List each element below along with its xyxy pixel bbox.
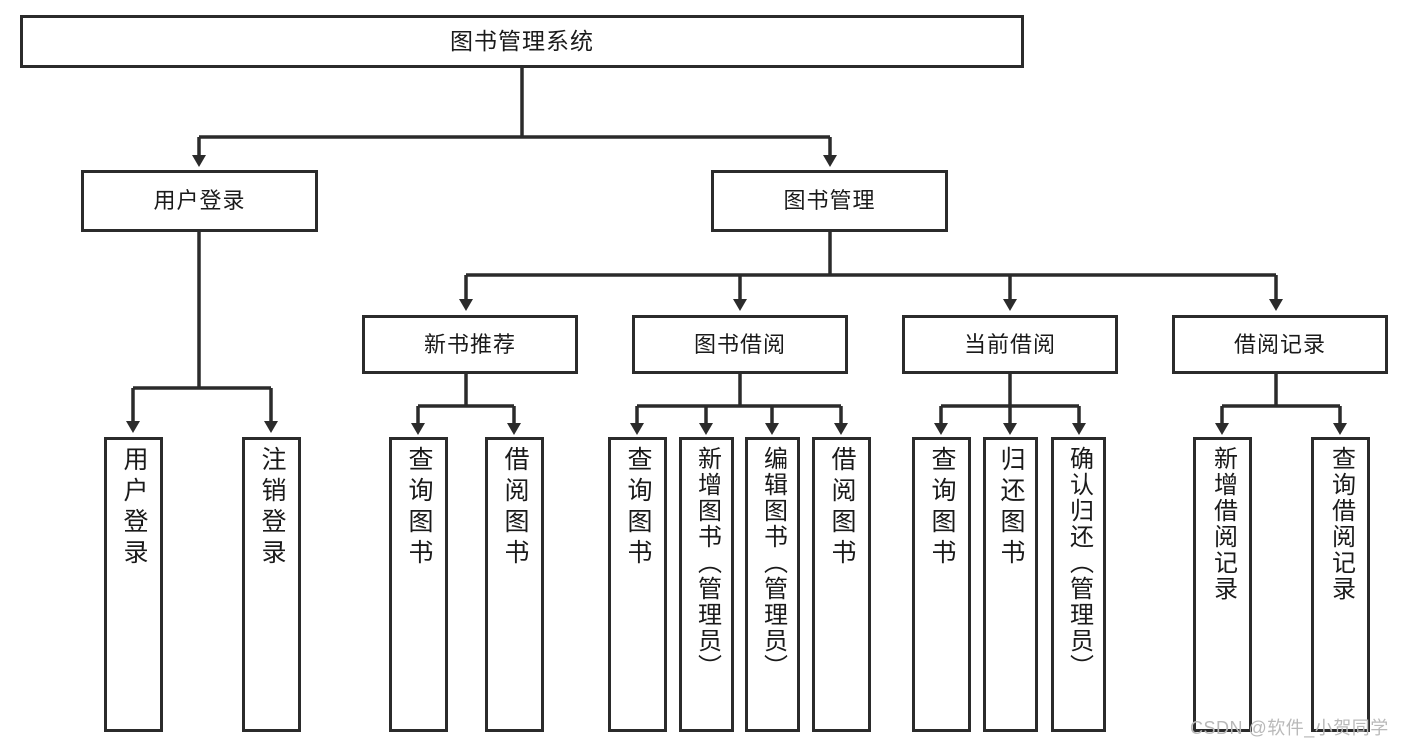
node-root-book-management-system[interactable]: 图书管理系统: [20, 15, 1024, 68]
node-label: 新书推荐: [423, 331, 516, 357]
leaf-user-logout[interactable]: 注销登录: [242, 437, 301, 732]
node-label: 新增图书（管理员）: [693, 446, 721, 680]
node-label: 用户登录: [153, 188, 246, 214]
node-label: 图书管理系统: [450, 28, 594, 55]
node-label: 查询图书: [405, 446, 433, 570]
node-user-login[interactable]: 用户登录: [81, 170, 318, 232]
node-label: 图书管理: [783, 188, 876, 214]
leaf-current-return-book[interactable]: 归还图书: [983, 437, 1038, 732]
node-label: 用户登录: [120, 446, 148, 570]
leaf-recommend-query-book[interactable]: 查询图书: [389, 437, 448, 732]
leaf-borrow-add-book-admin[interactable]: 新增图书（管理员）: [679, 437, 734, 732]
node-label: 查询图书: [624, 446, 652, 570]
leaf-record-query-borrow-record[interactable]: 查询借阅记录: [1311, 437, 1370, 732]
node-new-book-recommend[interactable]: 新书推荐: [362, 315, 578, 374]
leaf-record-add-borrow-record[interactable]: 新增借阅记录: [1193, 437, 1252, 732]
watermark-text: CSDN @软件_小贺同学: [1190, 718, 1389, 738]
leaf-user-login[interactable]: 用户登录: [104, 437, 163, 732]
leaf-recommend-borrow-book[interactable]: 借阅图书: [485, 437, 544, 732]
leaf-borrow-query-book[interactable]: 查询图书: [608, 437, 667, 732]
node-label: 借阅图书: [828, 446, 856, 570]
leaf-current-query-book[interactable]: 查询图书: [912, 437, 971, 732]
node-label: 借阅图书: [501, 446, 529, 570]
node-book-management[interactable]: 图书管理: [711, 170, 948, 232]
node-label: 当前借阅: [963, 331, 1056, 357]
leaf-borrow-edit-book-admin[interactable]: 编辑图书（管理员）: [745, 437, 800, 732]
leaf-current-confirm-return-admin[interactable]: 确认归还（管理员）: [1051, 437, 1106, 732]
node-label: 编辑图书（管理员）: [759, 446, 787, 680]
node-label: 查询借阅记录: [1327, 446, 1355, 602]
node-label: 借阅记录: [1233, 331, 1326, 357]
node-borrow-record[interactable]: 借阅记录: [1172, 315, 1388, 374]
node-current-borrow[interactable]: 当前借阅: [902, 315, 1118, 374]
node-label: 注销登录: [258, 446, 286, 570]
node-book-borrow[interactable]: 图书借阅: [632, 315, 848, 374]
node-label: 归还图书: [997, 446, 1025, 570]
node-label: 确认归还（管理员）: [1065, 446, 1093, 680]
node-label: 图书借阅: [693, 331, 786, 357]
node-label: 新增借阅记录: [1209, 446, 1237, 602]
leaf-borrow-borrow-book[interactable]: 借阅图书: [812, 437, 871, 732]
node-label: 查询图书: [928, 446, 956, 570]
